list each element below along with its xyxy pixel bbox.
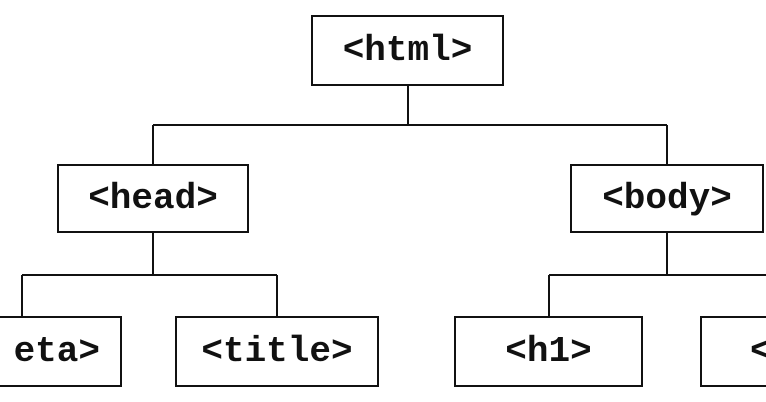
node-partial-right-label: < — [702, 333, 766, 370]
node-h1: <h1> — [454, 316, 643, 387]
node-body: <body> — [570, 164, 764, 233]
node-head-label: <head> — [88, 177, 218, 219]
node-meta-label: eta> — [13, 330, 100, 372]
node-meta: eta> — [0, 316, 122, 387]
node-partial-right: < — [700, 316, 766, 387]
node-title-label: <title> — [201, 330, 353, 372]
node-title: <title> — [175, 316, 379, 387]
node-head: <head> — [57, 164, 249, 233]
node-html: <html> — [311, 15, 504, 86]
node-html-label: <html> — [342, 29, 473, 71]
node-body-label: <body> — [602, 177, 732, 219]
node-h1-label: <h1> — [505, 330, 592, 372]
